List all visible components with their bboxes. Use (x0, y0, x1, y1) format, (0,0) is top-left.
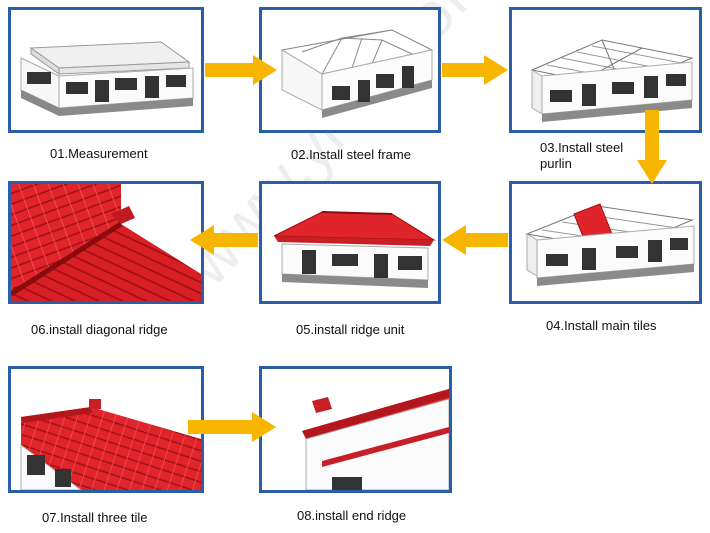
house-steel-purlin-image (530, 39, 694, 122)
step-label-01: 01.Measurement (50, 146, 148, 161)
step-label-04: 04.Install main tiles (546, 318, 657, 333)
step-label-03-line2: purlin (540, 156, 572, 171)
roof-three-tile-image (20, 399, 201, 490)
panel-step-08 (259, 366, 452, 493)
panel-step-06 (8, 181, 204, 304)
step-label-02: 02.Install steel frame (291, 147, 411, 162)
arrow-right-02-03 (442, 55, 508, 85)
arrow-left-04-05 (442, 225, 508, 255)
arrow-down-03-04 (637, 110, 667, 184)
panel-step-04 (509, 181, 702, 304)
panel-step-05 (259, 181, 441, 304)
house-steel-frame-image (280, 29, 434, 118)
panel-step-01 (8, 7, 204, 133)
house-main-tiles-image (525, 203, 695, 286)
house-measurement-image (20, 41, 194, 116)
panel-step-03 (509, 7, 702, 133)
house-ridge-unit-image (273, 211, 436, 288)
step-label-08: 08.install end ridge (297, 508, 407, 523)
step-label-05: 05.install ridge unit (296, 322, 405, 337)
arrow-left-05-06 (190, 225, 258, 255)
step-label-03: 03.Install steel purlin (540, 140, 623, 172)
arrow-right-01-02 (205, 55, 277, 85)
panel-step-02 (259, 7, 441, 133)
step-label-03-line1: 03.Install steel (540, 140, 624, 155)
arrow-right-07-08 (188, 412, 276, 442)
panel-step-07 (8, 366, 204, 493)
step-label-07: 07.Install three tile (42, 510, 148, 525)
roof-end-ridge-image (302, 389, 449, 490)
roof-diagonal-ridge-image (11, 184, 201, 301)
step-label-06: 06.install diagonal ridge (31, 322, 168, 337)
